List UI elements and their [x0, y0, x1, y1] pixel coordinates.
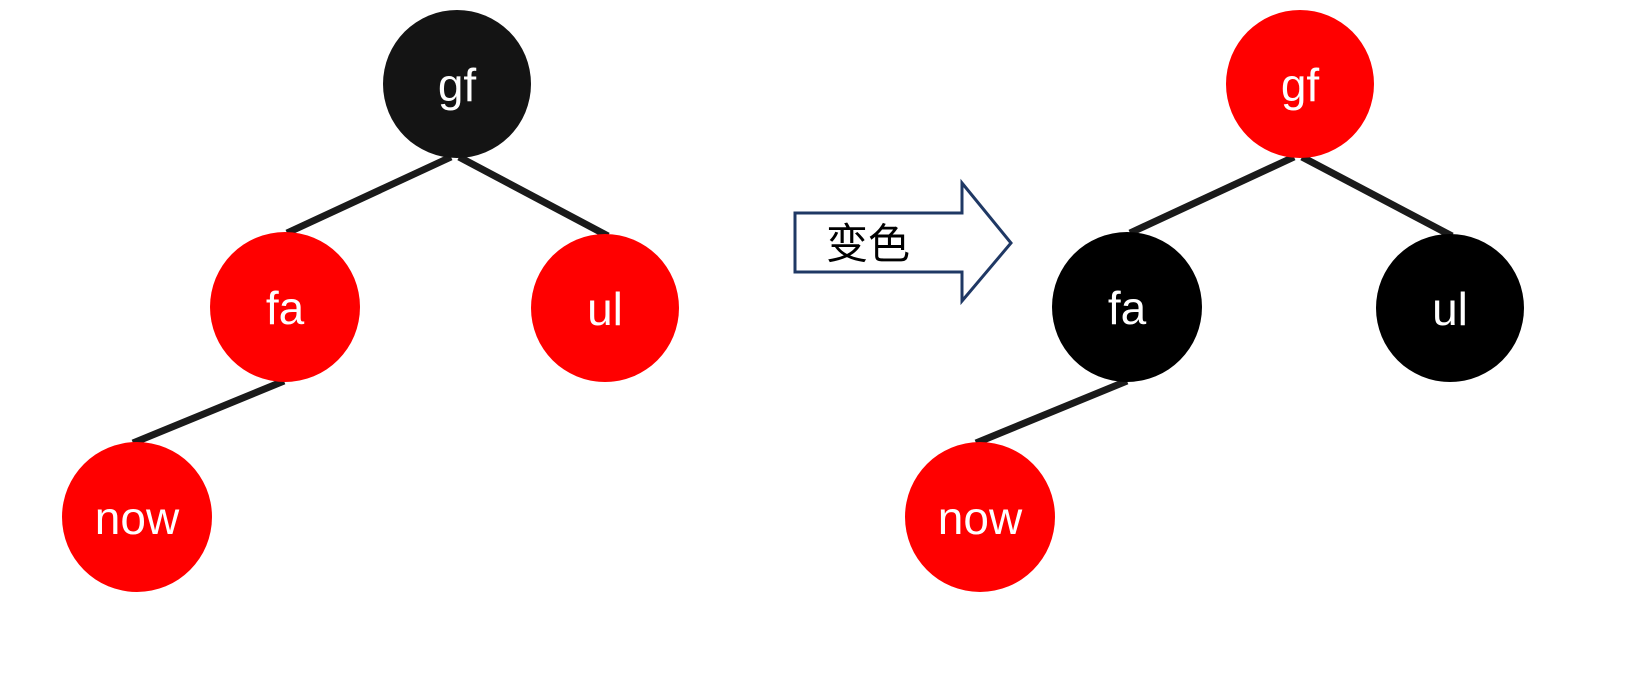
node-fa-label: fa [266, 282, 305, 334]
transition-arrow: 变色 [793, 178, 1013, 306]
node-gf[interactable]: gf [383, 10, 531, 158]
node-now[interactable]: now [62, 442, 212, 592]
edge-fa-now [131, 377, 286, 447]
edge-gf-fa-after [1128, 153, 1296, 237]
node-fa-after-label: fa [1108, 282, 1147, 334]
tree-nodes-right: gf fa ul now [905, 10, 1524, 592]
node-gf-after-label: gf [1281, 59, 1320, 111]
node-gf-after-circle[interactable] [1226, 10, 1374, 158]
tree-nodes-left: gf fa ul now [62, 10, 679, 592]
node-ul-label: ul [587, 283, 623, 335]
node-gf-after[interactable]: gf [1226, 10, 1374, 158]
transition-arrow-label: 变色 [826, 220, 910, 269]
node-ul-after-circle[interactable] [1376, 234, 1524, 382]
node-fa-after[interactable]: fa [1052, 232, 1202, 382]
node-fa-circle[interactable] [210, 232, 360, 382]
edge-gf-ul-after [1300, 153, 1454, 240]
edge-gf-fa [285, 153, 453, 237]
node-gf-label: gf [438, 59, 477, 111]
node-fa-after-circle[interactable] [1052, 232, 1202, 382]
node-ul-after[interactable]: ul [1376, 234, 1524, 382]
edge-gf-ul [457, 153, 610, 240]
block-arrow-shape [793, 178, 1013, 306]
node-fa[interactable]: fa [210, 232, 360, 382]
node-now-circle[interactable] [62, 442, 212, 592]
node-now-after[interactable]: now [905, 442, 1055, 592]
node-now-label: now [95, 492, 180, 544]
node-now-after-circle[interactable] [905, 442, 1055, 592]
node-now-after-label: now [938, 492, 1023, 544]
tree-edges-left [131, 153, 610, 447]
node-ul-circle[interactable] [531, 234, 679, 382]
edge-fa-now-after [974, 377, 1129, 447]
node-gf-circle[interactable] [383, 10, 531, 158]
node-ul[interactable]: ul [531, 234, 679, 382]
before-recolor-tree: gf fa ul now [62, 10, 679, 592]
node-ul-after-label: ul [1432, 283, 1468, 335]
after-recolor-tree: gf fa ul now [905, 10, 1524, 592]
tree-edges-right [974, 153, 1454, 447]
